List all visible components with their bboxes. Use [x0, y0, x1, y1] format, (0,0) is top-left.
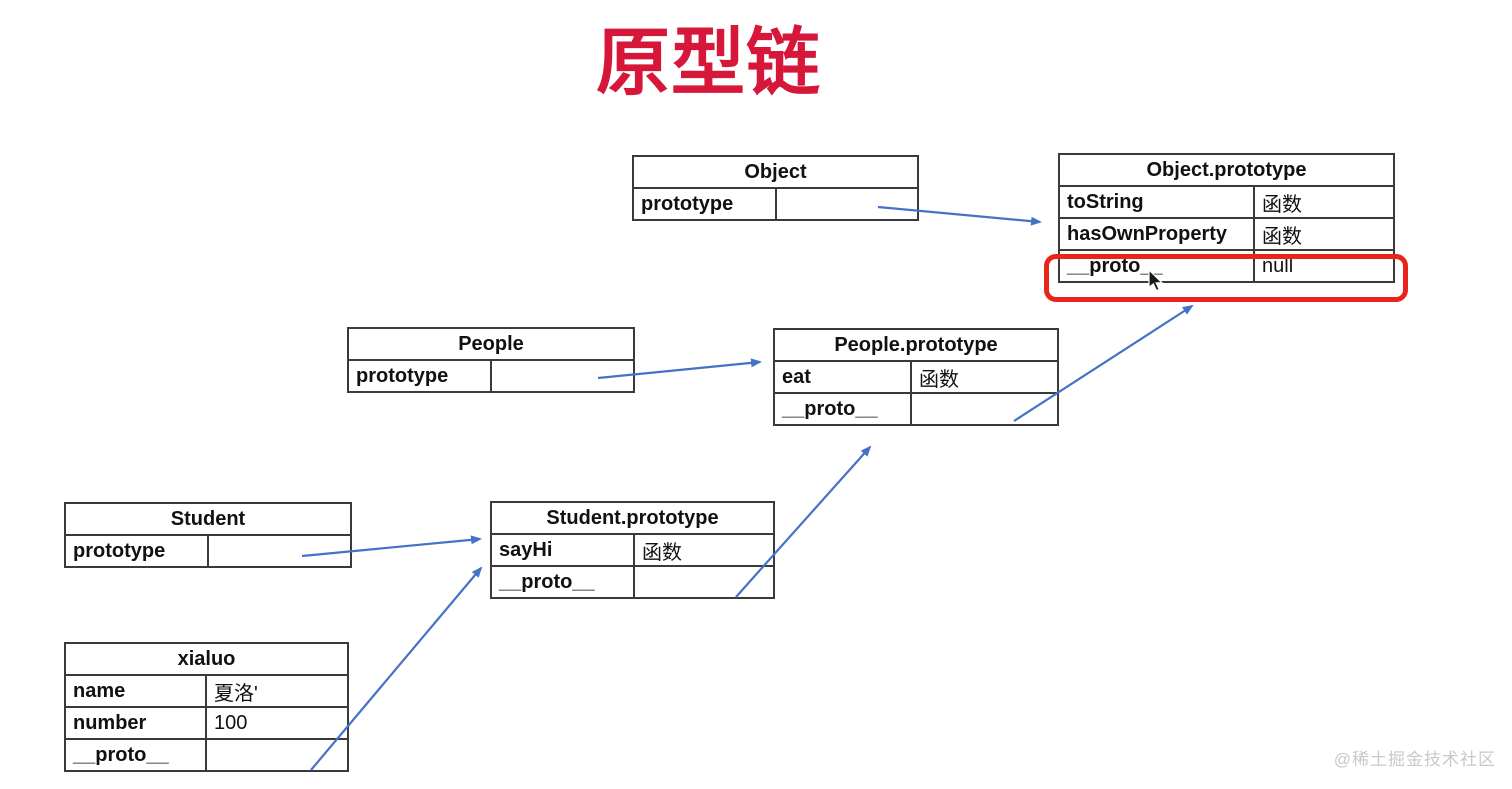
table-row: prototype — [64, 534, 352, 568]
cell-value: 夏洛' — [204, 674, 350, 708]
cell-key: __proto__ — [773, 392, 912, 426]
cell-value — [207, 534, 352, 568]
table-xialuo: xialuo name 夏洛' number 100 __proto__ — [63, 642, 350, 772]
cell-key: sayHi — [490, 533, 635, 567]
cell-key: __proto__ — [1058, 249, 1255, 283]
cell-key: prototype — [64, 534, 209, 568]
table-student-prototype: Student.prototype sayHi 函数 __proto__ — [490, 501, 775, 599]
table-row: name 夏洛' — [64, 674, 350, 708]
cell-key: name — [64, 674, 207, 708]
table-row: __proto__ — [64, 738, 350, 772]
cell-value — [633, 565, 775, 599]
cell-value — [489, 359, 636, 393]
table-row: eat 函数 — [773, 360, 1060, 394]
table-row: __proto__ — [490, 565, 775, 599]
cell-value — [204, 738, 350, 772]
cell-key: hasOwnProperty — [1058, 217, 1255, 251]
table-row: toString 函数 — [1058, 185, 1396, 219]
table-row: prototype — [632, 187, 919, 221]
table-object: Object prototype — [632, 155, 919, 221]
table-row: number 100 — [64, 706, 350, 740]
table-people-prototype: People.prototype eat 函数 __proto__ — [772, 328, 1060, 426]
cell-value: 100 — [204, 706, 350, 740]
cell-key: prototype — [632, 187, 777, 221]
watermark: @稀土掘金技术社区 — [1333, 750, 1496, 769]
table-title: Student.prototype — [490, 501, 775, 535]
table-title: People — [346, 327, 636, 361]
cell-value — [775, 187, 919, 221]
table-row: prototype — [347, 359, 636, 393]
cell-key: eat — [773, 360, 912, 394]
page-title: 原型链 — [596, 21, 821, 104]
table-title: People.prototype — [772, 328, 1060, 362]
table-title: Student — [64, 502, 352, 536]
cell-value: null — [1252, 249, 1396, 283]
table-title: xialuo — [63, 642, 350, 676]
table-row: __proto__ null — [1058, 249, 1396, 283]
table-row: hasOwnProperty 函数 — [1058, 217, 1396, 251]
table-title: Object.prototype — [1057, 153, 1396, 187]
cell-key: prototype — [347, 359, 492, 393]
cell-value: 函数 — [1252, 217, 1396, 251]
cell-value: 函数 — [633, 533, 775, 567]
cell-value: 函数 — [909, 360, 1060, 394]
cell-key: toString — [1058, 185, 1255, 219]
cell-key: number — [64, 706, 207, 740]
table-student: Student prototype — [64, 502, 352, 568]
cell-value — [909, 392, 1060, 426]
table-object-prototype: Object.prototype toString 函数 hasOwnPrope… — [1057, 153, 1396, 283]
cell-key: __proto__ — [490, 565, 635, 599]
table-title: Object — [632, 155, 919, 189]
table-row: __proto__ — [773, 392, 1060, 426]
cell-key: __proto__ — [64, 738, 207, 772]
table-row: sayHi 函数 — [490, 533, 775, 567]
cell-value: 函数 — [1252, 185, 1396, 219]
table-people: People prototype — [346, 327, 636, 393]
